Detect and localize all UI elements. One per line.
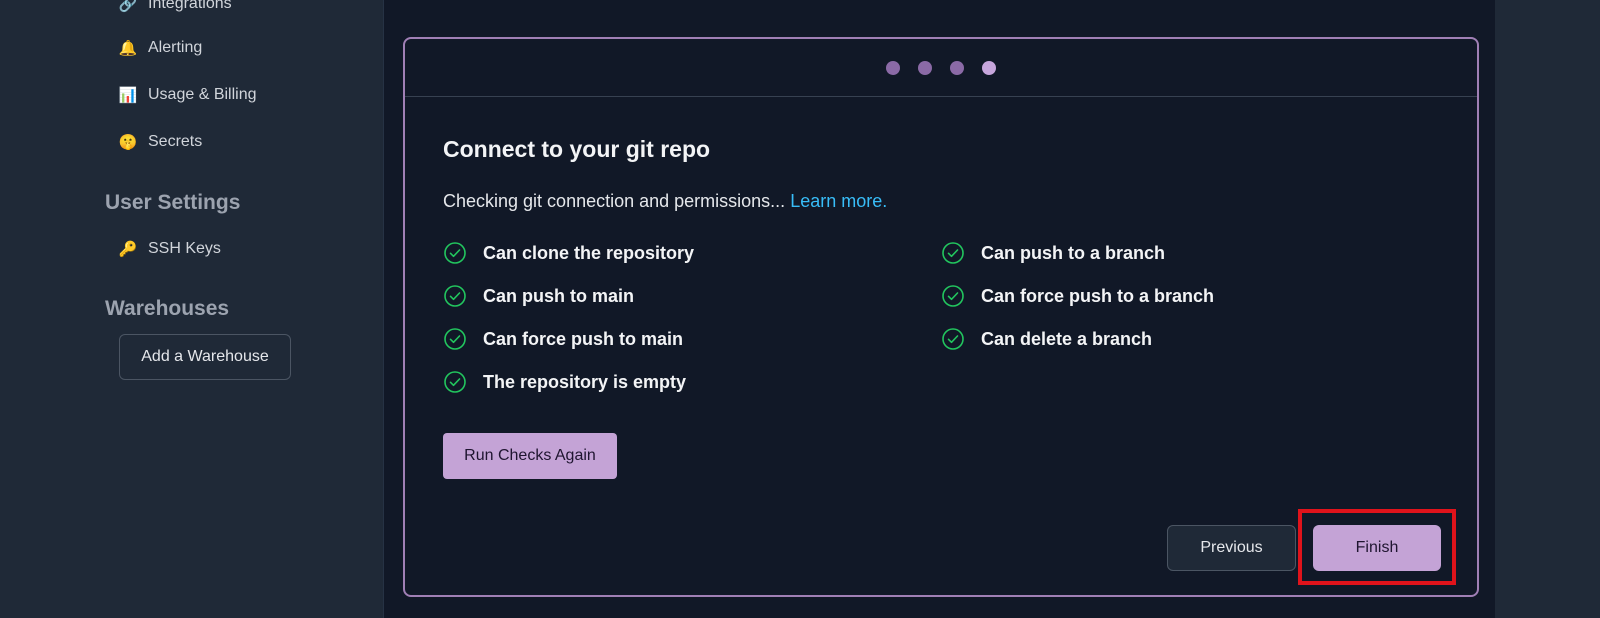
check-circle-icon [443,370,467,394]
wizard-title: Connect to your git repo [443,136,711,162]
step-indicator [405,39,1477,97]
sidebar-item-label: SSH Keys [148,240,221,257]
sidebar-item-ssh-keys[interactable]: 🔑 SSH Keys [118,237,221,261]
step-dot [886,60,900,75]
learn-more-link[interactable]: Learn more. [790,191,888,211]
key-icon: 🔑 [118,241,138,258]
bell-icon: 🔔 [118,40,138,57]
run-checks-again-button[interactable]: Run Checks Again [443,433,617,479]
sidebar-item-label: Secrets [148,133,203,150]
check-item: Can force push to main [443,327,683,351]
check-circle-icon [941,327,965,351]
sidebar-item-label: Integrations [148,0,232,12]
sidebar-item-label: Alerting [148,39,203,56]
check-label: Can delete a branch [981,328,1153,349]
add-warehouse-button[interactable]: Add a Warehouse [119,334,291,380]
check-item: Can clone the repository [443,241,694,265]
check-item: The repository is empty [443,370,686,394]
previous-button[interactable]: Previous [1167,525,1296,571]
check-label: Can force push to main [483,328,684,349]
sidebar-item-usage-billing[interactable]: 📊 Usage & Billing [118,83,257,107]
check-item: Can push to a branch [941,241,1165,265]
shush-face-icon: 🤫 [118,134,138,151]
sidebar-item-integrations[interactable]: 🔗 Integrations [118,0,232,16]
check-circle-icon [941,241,965,265]
check-circle-icon [443,284,467,308]
check-label: Can clone the repository [483,242,695,263]
right-panel [1495,0,1600,618]
check-label: The repository is empty [483,371,687,392]
warehouses-heading: Warehouses [105,297,230,320]
check-label: Can push to a branch [981,242,1166,263]
check-circle-icon [443,241,467,265]
user-settings-heading: User Settings [105,191,241,214]
step-dot [918,60,932,75]
wizard-subtitle: Checking git connection and permissions.… [443,191,887,212]
sidebar: 🔗 Integrations 🔔 Alerting 📊 Usage & Bill… [0,0,384,618]
sidebar-item-secrets[interactable]: 🤫 Secrets [118,130,203,154]
check-item: Can delete a branch [941,327,1152,351]
check-label: Can force push to a branch [981,285,1215,306]
subtitle-text: Checking git connection and permissions.… [443,191,786,211]
check-item: Can force push to a branch [941,284,1214,308]
check-circle-icon [443,327,467,351]
sidebar-item-alerting[interactable]: 🔔 Alerting [118,36,203,60]
step-dot-current [982,60,996,75]
check-item: Can push to main [443,284,634,308]
link-icon: 🔗 [118,0,138,13]
check-label: Can push to main [483,285,635,306]
finish-button[interactable]: Finish [1313,525,1441,571]
git-connect-wizard: Connect to your git repo Checking git co… [403,37,1479,597]
bar-chart-icon: 📊 [118,87,138,104]
check-circle-icon [941,284,965,308]
step-dot [950,60,964,75]
sidebar-item-label: Usage & Billing [148,86,257,103]
